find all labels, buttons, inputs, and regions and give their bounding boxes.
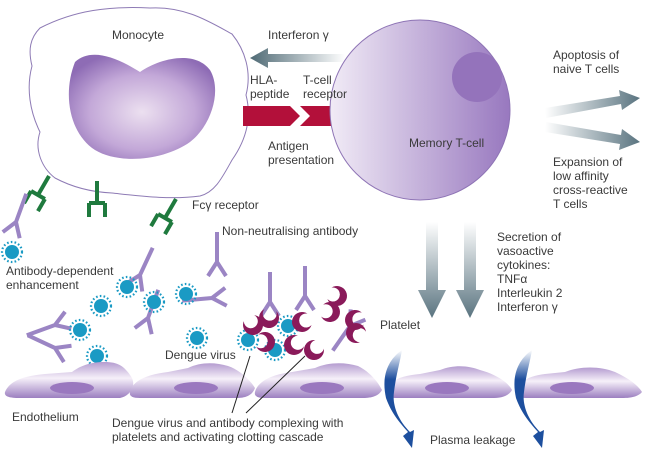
endothelium-label: Endothelium [12, 410, 79, 424]
secretion-arrow-right [456, 222, 484, 318]
dengue-virus-icon [0, 240, 24, 264]
dengue-virus-icon [142, 290, 166, 314]
complexing-leader-line [245, 355, 306, 414]
interferon-arrow [250, 48, 345, 68]
dengue-virus-icon [89, 294, 113, 318]
hla-peptide-bar [243, 106, 300, 126]
fc-receptor-icon [22, 169, 58, 214]
endothelial-cell [254, 363, 382, 398]
endothelial-cell [385, 366, 512, 398]
memory-t-cell-nucleus [452, 52, 502, 102]
plasma-leakage-arrow [514, 350, 544, 448]
secretion-label: Secretion of vasoactive cytokines: TNFα … [497, 230, 563, 314]
antibody-icon [294, 264, 316, 312]
complexing-label: Dengue virus and antibody complexing wit… [112, 416, 344, 444]
hla-peptide-label: HLA- peptide [250, 73, 290, 101]
platelet-icon [299, 337, 327, 365]
interferon-gamma-label: Interferon γ [268, 28, 329, 42]
endothelial-cell [129, 363, 255, 398]
t-cell-receptor-label: T-cell receptor [303, 73, 348, 101]
dengue-virus-icon [68, 318, 92, 342]
dengue-virus-icon [185, 326, 209, 350]
non-neutralising-antibody-label: Non-neutralising antibody [222, 224, 359, 238]
endothelial-cell [515, 367, 642, 398]
memory-t-cell-label: Memory T-cell [409, 136, 485, 150]
secretion-arrow-left [418, 222, 446, 318]
expansion-arrow [545, 122, 640, 150]
apoptosis-arrow [545, 90, 640, 118]
antigen-presentation-label: Antigen presentation [268, 139, 335, 167]
fc-receptor-icon [149, 192, 185, 237]
monocyte-nucleus [68, 54, 216, 159]
monocyte-label: Monocyte [112, 28, 165, 42]
antibody-icon [259, 270, 281, 318]
expansion-label: Expansion of low affinity cross-reactive… [553, 155, 628, 211]
plasma-leakage-arrow [384, 350, 414, 448]
memory-t-cell [329, 19, 511, 201]
ade-label: Antibody-dependent enhancement [6, 264, 114, 292]
antibody-icon [206, 230, 228, 278]
endothelial-cell [4, 362, 134, 398]
dengue-virus-icon [174, 282, 198, 306]
dengue-virus-icon [115, 275, 139, 299]
apoptosis-label: Apoptosis of naive T cells [553, 48, 620, 76]
platelet-label: Platelet [380, 318, 421, 332]
antibody-icon [0, 188, 37, 241]
dengue-virus-label: Dengue virus [165, 348, 236, 362]
complexing-leader-line [231, 355, 251, 414]
fc-receptor-label: Fcγ receptor [192, 198, 259, 212]
plasma-leakage-label: Plasma leakage [430, 433, 516, 447]
